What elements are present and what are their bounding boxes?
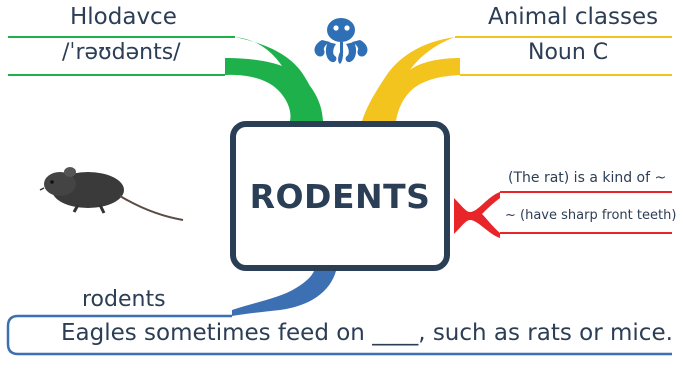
bottom-title: rodents [82,287,166,312]
center-node: RODENTS [230,121,450,271]
word-type-text: Noun C [528,40,609,65]
rat-illustration [39,167,184,221]
usage-line-2: ~ (have sharp front teeth) [505,208,677,223]
example-sentence: Eagles sometimes feed on ____, such as r… [61,320,673,346]
center-label: RODENTS [249,176,431,216]
pronunciation-text: /ˈrəʊdənts/ [62,40,181,65]
red-branch-fill [454,192,500,238]
top-right-title: Animal classes [488,4,659,30]
octopus-logo [314,18,368,64]
blue-branch-fill [232,271,336,316]
usage-line-1: (The rat) is a kind of ~ [508,170,667,186]
green-branch-fill-2 [225,58,323,121]
top-left-title: Hlodavce [70,4,177,30]
yellow-branch-fill [362,37,460,121]
blue-sentence-frame [6,314,672,356]
